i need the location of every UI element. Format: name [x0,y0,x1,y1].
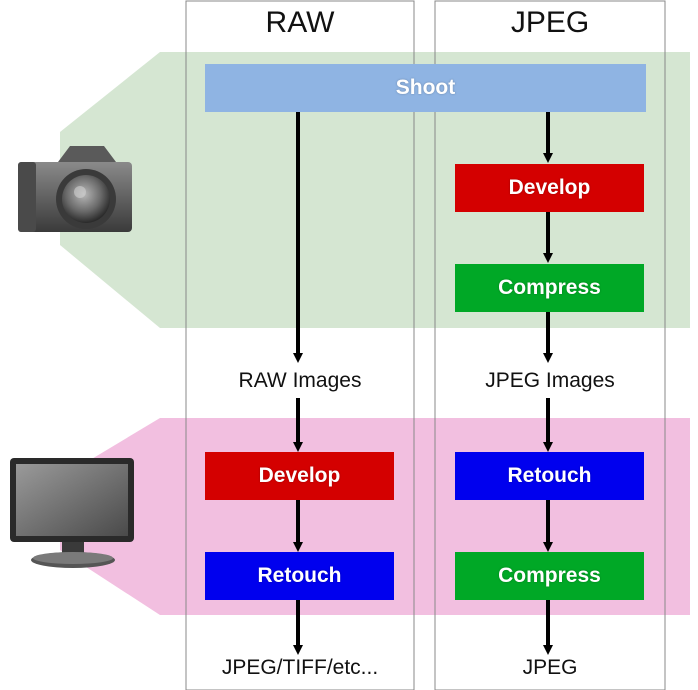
jpeg-retouch-label: Retouch [507,464,592,487]
raw-retouch-label: Retouch [257,564,342,587]
jpeg-images-label: JPEG Images [485,369,615,392]
jpeg-compress2-label: Compress [498,564,601,587]
jpeg-compress-box: Compress [455,264,644,312]
shoot-label: Shoot [395,76,456,99]
jpeg-retouch-box: Retouch [455,452,644,500]
raw-images-label: RAW Images [238,369,362,392]
jpeg-column-title: JPEG [510,6,590,39]
jpeg-column [434,0,666,690]
raw-develop-box: Develop [205,452,394,500]
raw-column [185,0,415,690]
camera-icon [18,146,132,232]
monitor-icon [10,458,134,568]
camera-zone [60,52,690,328]
jpeg-develop-box: Develop [455,164,644,212]
jpeg-develop-label: Develop [508,176,591,199]
jpeg-output-label: JPEG [522,656,578,679]
raw-develop-label: Develop [258,464,341,487]
jpeg-compress-label: Compress [498,276,601,299]
raw-retouch-box: Retouch [205,552,394,600]
raw-column-title: RAW [265,6,335,39]
shoot-box: Shoot [205,64,646,112]
jpeg-compress2-box: Compress [455,552,644,600]
raw-output-label: JPEG/TIFF/etc... [221,656,379,679]
